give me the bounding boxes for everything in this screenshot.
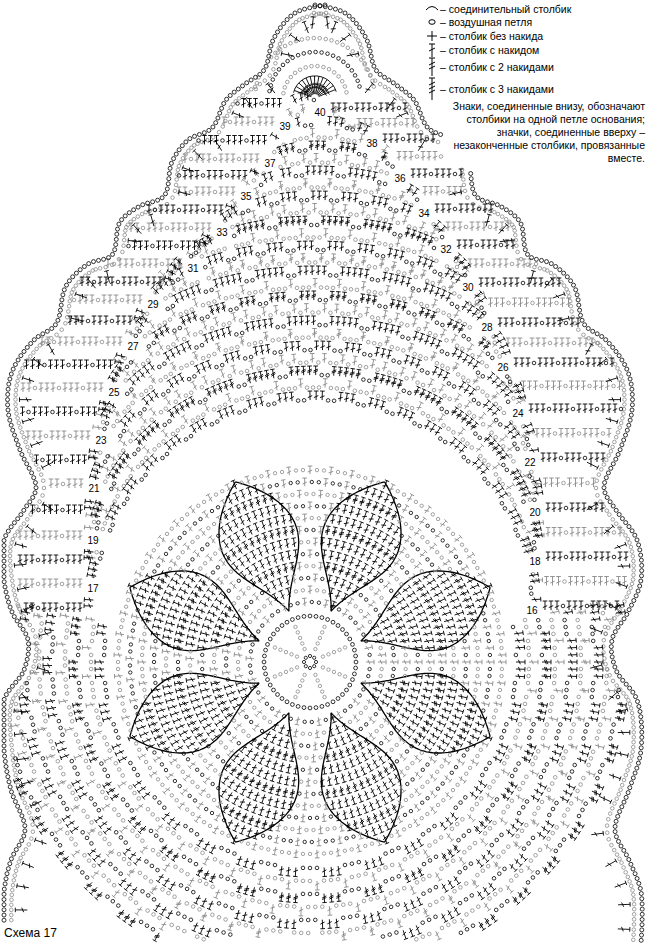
row-number: 37 [263,158,276,169]
row-number: 28 [480,322,493,333]
row-number: 25 [107,387,120,398]
row-number: 40 [313,107,326,118]
legend-symbols [426,7,438,101]
legend-text: – столбик с 3 накидами [440,83,555,95]
row-number: 34 [417,208,430,219]
double-crochet-symbol [429,44,435,57]
single-crochet-symbol [427,31,437,41]
row-number: 36 [393,173,406,184]
row-number: 27 [126,341,139,352]
row-number: 23 [94,435,107,446]
row-number: 31 [186,263,199,274]
row-number: 21 [87,483,100,494]
legend-text: – столбик без накида [440,30,544,42]
stitch-pattern [2,3,644,942]
legend-text: – столбик с накидом [440,44,540,56]
row-number: 32 [439,244,452,255]
row-number: 24 [511,408,524,419]
treble-crochet-symbol [429,58,435,76]
row-number: 29 [146,299,159,310]
row-number: 19 [86,535,99,546]
slip-stitch-symbol [426,7,438,11]
double-treble-symbol [429,78,435,100]
chain-symbol [429,20,435,25]
row-number: 26 [496,362,509,373]
row-number: 18 [528,556,541,567]
row-number: 16 [525,605,538,616]
chart-note: Знаки, соединенные внизу, обозначают сто… [445,100,645,165]
black-chains [2,3,644,942]
row-number: 39 [278,121,291,132]
legend-text: – столбик с 2 накидами [440,61,555,73]
row-number: 22 [523,457,536,468]
legend-text: – соединительный столбик [440,3,572,15]
row-number: 20 [528,507,541,518]
row-number: 33 [215,227,228,238]
legend-text: – воздушная петля [440,16,533,28]
row-number: 30 [461,282,474,293]
row-number: 17 [86,583,99,594]
figure-caption: Схема 17 [4,926,59,940]
row-number: 35 [239,191,252,202]
row-number: 38 [365,138,378,149]
